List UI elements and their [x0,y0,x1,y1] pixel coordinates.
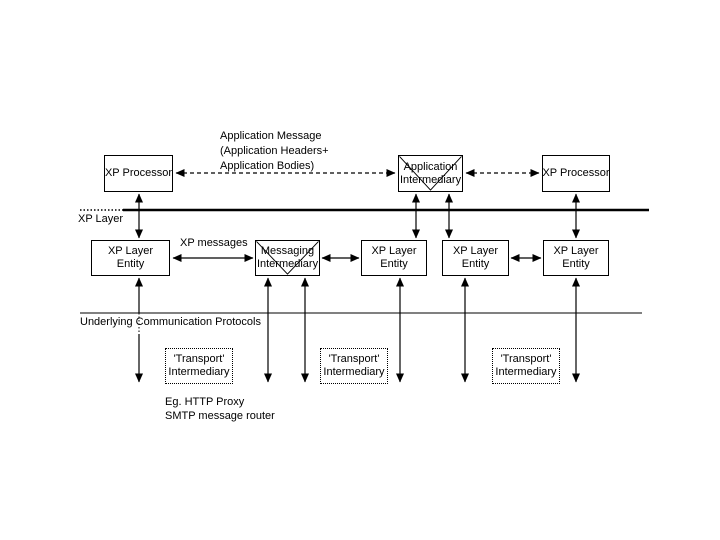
xp-processor-right-box: XP Processor [542,155,610,192]
underlying-protocols-label: Underlying Communication Protocols [80,316,261,328]
example-note-line2: SMTP message router [165,410,275,422]
transport-intermediary-3-box: 'Transport' Intermediary [492,348,560,384]
envelope-icon [399,156,462,191]
xp-layer-label: XP Layer [78,213,124,225]
transport-intermediary-3-label: 'Transport' Intermediary [495,353,557,378]
transport-intermediary-2-box: 'Transport' Intermediary [320,348,388,384]
transport-intermediary-2-label: 'Transport' Intermediary [323,353,385,378]
xp-layer-entity-1-label: XP Layer Entity [107,245,154,270]
application-message-note-line1: Application Message [220,130,322,142]
messaging-intermediary-label: Messaging Intermediary [256,245,319,270]
xp-layer-entity-3-label: XP Layer Entity [452,245,499,270]
xp-layer-entity-3-box: XP Layer Entity [442,240,509,276]
transport-intermediary-1-box: 'Transport' Intermediary [165,348,233,384]
xp-messages-label: XP messages [180,237,248,249]
application-message-note: Application Message (Application Headers… [220,129,329,174]
application-intermediary-box: Application Intermediary [398,155,463,192]
application-message-note-line2: (Application Headers+ [220,145,329,157]
xp-layer-entity-4-box: XP Layer Entity [543,240,609,276]
xp-layer-entity-1-box: XP Layer Entity [91,240,170,276]
application-intermediary-label: Application Intermediary [399,160,462,186]
xp-processor-left-box: XP Processor [104,155,173,192]
envelope-icon [256,241,319,275]
xp-layer-entity-2-box: XP Layer Entity [361,240,427,276]
xp-processor-left-label: XP Processor [104,167,173,179]
xp-layer-entity-2-label: XP Layer Entity [371,245,417,270]
transport-intermediary-1-label: 'Transport' Intermediary [168,353,230,378]
example-note-line1: Eg. HTTP Proxy [165,396,245,408]
messaging-intermediary-box: Messaging Intermediary [255,240,320,276]
example-note: Eg. HTTP Proxy SMTP message router [165,395,275,423]
application-message-note-line3: Application Bodies) [220,160,315,172]
xp-layer-entity-4-label: XP Layer Entity [553,245,599,270]
xp-processor-right-label: XP Processor [542,167,610,179]
